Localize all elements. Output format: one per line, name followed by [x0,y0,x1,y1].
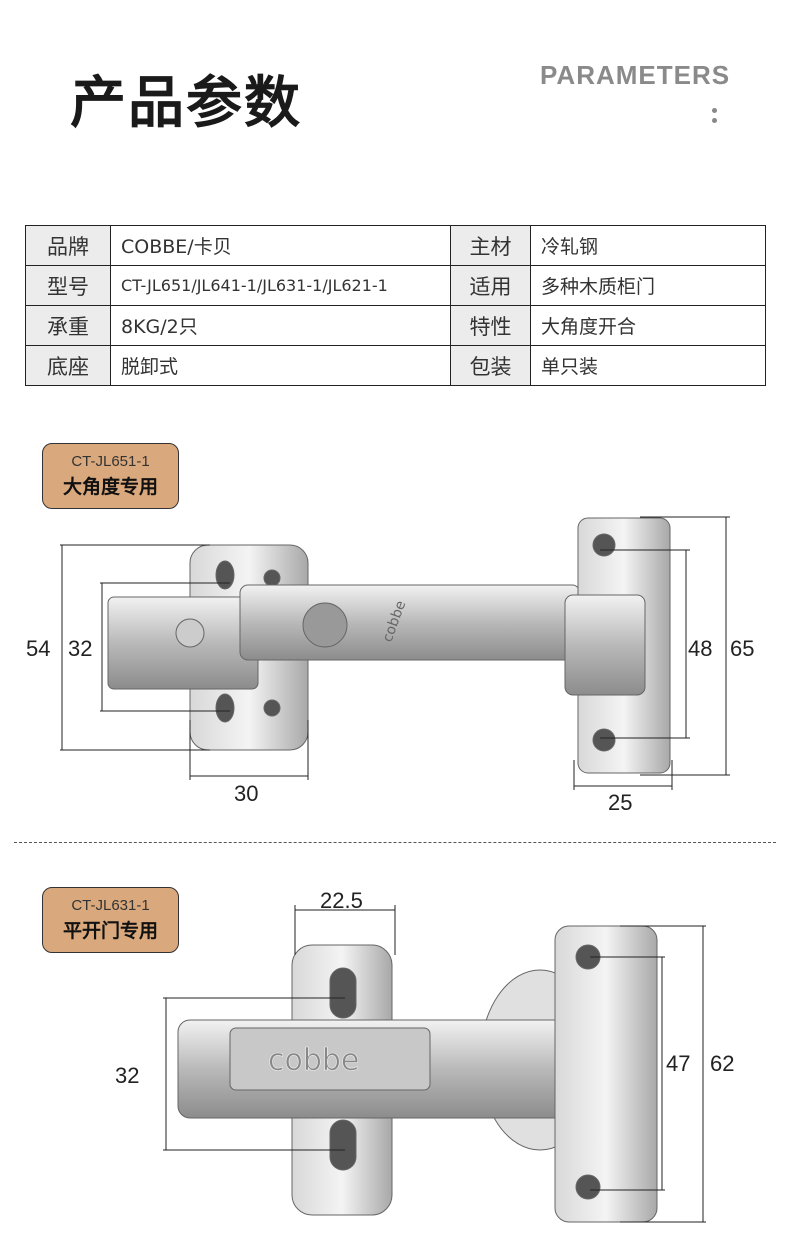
dim-right-inner: 47 [666,1051,690,1076]
dim-left: 32 [115,1063,139,1088]
dim-bottom-left: 30 [234,781,258,806]
spec-label: 主材 [450,225,531,266]
model-code: CT-JL631-1 [71,897,150,914]
spec-label: 包装 [450,345,531,386]
spec-label: 适用 [450,265,531,306]
model-badge-1: CT-JL651-1 大角度专用 [42,443,179,509]
table-row: 底座脱卸式包装单只装 [25,345,766,386]
page-subtitle: PARAMETERS [540,60,731,90]
hinge-1-image: cobbe [107,517,671,774]
dim-left-inner: 32 [68,636,92,661]
dimension-lines-2 [163,905,706,1223]
dim-top: 22.5 [320,888,363,913]
spec-value: 冷轧钢 [530,225,766,266]
model-usage: 平开门专用 [62,920,158,942]
brand-mark: cobbe [268,1043,359,1078]
spec-value: 大角度开合 [530,305,766,346]
dim-left-outer: 54 [26,636,50,661]
spec-value: 8KG/2只 [110,305,451,346]
model-code: CT-JL651-1 [71,453,150,470]
dots-icon [712,108,717,124]
spec-label: 承重 [25,305,111,346]
spec-value: 单只装 [530,345,766,386]
dim-right-outer: 65 [730,636,754,661]
spec-label: 特性 [450,305,531,346]
section-divider [14,842,776,843]
spec-value: 脱卸式 [110,345,451,386]
spec-label: 型号 [25,265,111,306]
hinge-2-image: cobbe [177,925,658,1223]
model-usage: 大角度专用 [62,476,158,498]
spec-label: 底座 [25,345,111,386]
dim-bottom-right: 25 [608,790,632,815]
spec-label: 品牌 [25,225,111,266]
dim-right-outer: 62 [710,1051,734,1076]
spec-value: 多种木质柜门 [530,265,766,306]
dim-right-inner: 48 [688,636,712,661]
page-title: 产品参数 [70,71,302,136]
spec-value: COBBE/卡贝 [110,225,451,266]
dimension-lines-1 [60,516,730,790]
model-badge-2: CT-JL631-1 平开门专用 [42,887,179,953]
